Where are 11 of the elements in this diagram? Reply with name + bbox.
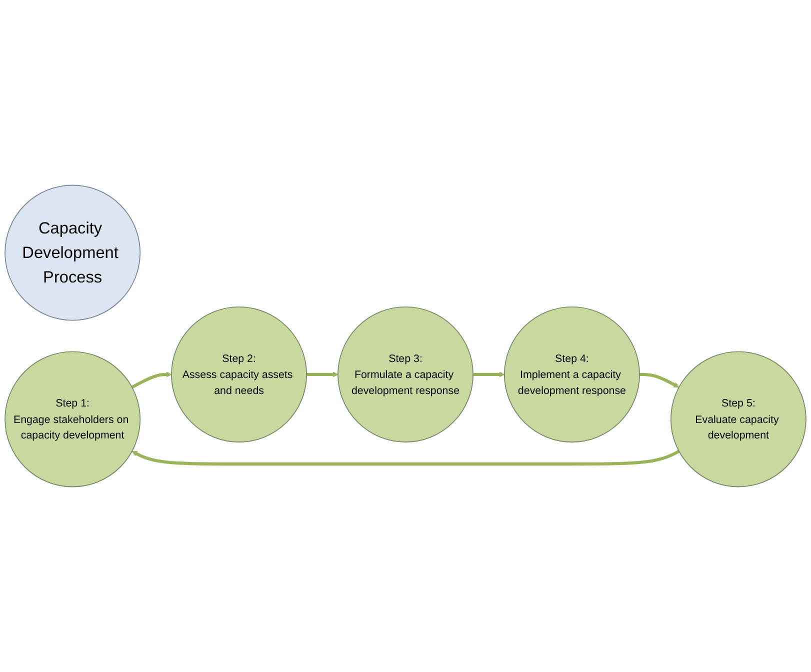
arrow <box>473 372 505 378</box>
arrow <box>306 372 338 378</box>
arrow <box>131 372 172 389</box>
node-circle: Step 1: Engage stakeholders on capacity development <box>4 351 141 488</box>
arrow <box>640 372 680 388</box>
node-circle: Step 4: Implement a capacity development response <box>504 306 640 442</box>
node-circle: Capacity Development Process <box>4 184 141 321</box>
node-circle: Step 5: Evaluate capacity development <box>670 351 806 488</box>
arrow <box>132 450 680 466</box>
node-circle: Step 2: Assess capacity assets and needs <box>171 306 308 442</box>
node-circle: Step 3: Formulate a capacity development response <box>338 306 474 442</box>
